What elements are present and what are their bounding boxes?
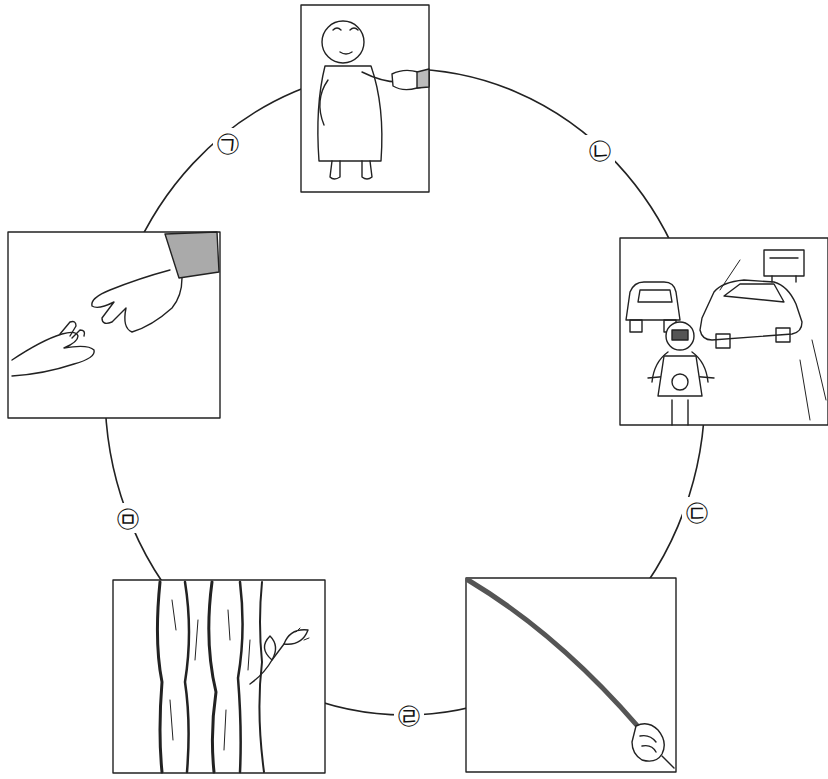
callout-number: ㉠: [213, 128, 243, 158]
tree-picture: [113, 580, 325, 773]
stick-picture: [466, 578, 676, 772]
baby-picture: [301, 5, 429, 192]
hands-picture: [8, 232, 220, 418]
callout-number: ㉤: [113, 503, 143, 533]
callout-number: ㉢: [682, 497, 712, 527]
callout-number: ㉣: [394, 700, 424, 730]
callout-number: ㉡: [585, 135, 615, 165]
traffic-picture: [620, 238, 828, 425]
